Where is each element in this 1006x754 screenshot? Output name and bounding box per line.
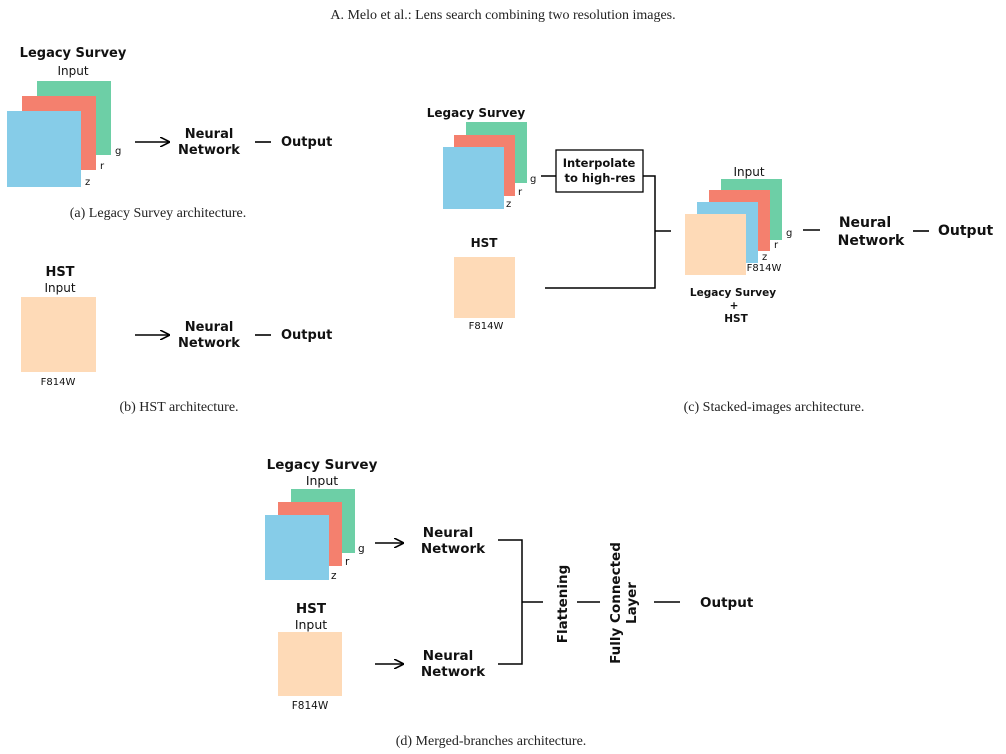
panel-b-caption: (b) HST architecture. <box>119 400 238 415</box>
panel-a-caption: (a) Legacy Survey architecture. <box>70 206 246 221</box>
stack-label-plus: + <box>730 300 739 312</box>
hst-image <box>454 257 515 318</box>
z-band-label: z <box>762 252 767 263</box>
output-label: Output <box>281 328 332 343</box>
panel-b: HST Input F814W Neural Network Output (b… <box>21 265 332 415</box>
network-label-line1: Neural <box>839 215 891 231</box>
flattening-label: Flattening <box>555 565 571 644</box>
output-label: Output <box>281 135 332 150</box>
z-band-label: z <box>85 177 90 188</box>
g-band-label: g <box>786 228 792 239</box>
stack-label-line1: Legacy Survey <box>690 287 776 299</box>
stack-filter-label: F814W <box>747 263 782 274</box>
hst-network-label-line2: Network <box>421 664 486 680</box>
panel-c-ls-title: Legacy Survey <box>427 106 526 120</box>
r-band-label: r <box>100 161 105 172</box>
merge-connector <box>545 175 656 289</box>
stack-label-line3: HST <box>724 313 748 325</box>
interpolate-label-line1: Interpolate <box>563 156 636 170</box>
g-band-label: g <box>530 174 536 185</box>
g-band-label: g <box>358 543 365 555</box>
panel-d-ls-input-label: Input <box>306 473 338 488</box>
fc-label-line2: Layer <box>624 582 640 624</box>
merge-connector <box>498 539 523 665</box>
ls-network-label-line2: Network <box>421 541 486 557</box>
output-label: Output <box>700 595 754 611</box>
hst-image <box>21 297 96 372</box>
interpolate-box <box>555 149 644 193</box>
panel-c-caption: (c) Stacked-images architecture. <box>684 400 865 415</box>
interpolate-label-line2: to high-res <box>564 171 635 185</box>
hst-network-label-line1: Neural <box>423 648 473 664</box>
panel-a-title: Legacy Survey <box>20 46 127 61</box>
hst-image <box>685 214 746 275</box>
r-band-label: r <box>518 187 523 198</box>
ls-network-label-line1: Neural <box>423 525 473 541</box>
z-band-image <box>443 147 504 209</box>
panel-d-ls-title: Legacy Survey <box>267 457 378 473</box>
panel-c-hst-title: HST <box>471 236 499 250</box>
g-band-label: g <box>115 146 121 157</box>
r-band-label: r <box>345 556 350 568</box>
hst-image <box>278 632 342 696</box>
panel-d-hst-title: HST <box>296 601 327 617</box>
stack-input-label: Input <box>733 165 764 179</box>
fc-label-line1: Fully Connected <box>608 542 624 664</box>
hst-filter-label: F814W <box>292 700 329 712</box>
z-band-image <box>265 515 329 580</box>
network-label-line2: Network <box>838 233 905 249</box>
hst-filter-label: F814W <box>469 321 504 332</box>
panel-b-title: HST <box>45 265 74 280</box>
panel-d-hst-input-label: Input <box>295 617 327 632</box>
network-label-line1: Neural <box>185 127 234 142</box>
r-band-label: r <box>774 240 779 251</box>
panel-a-input-label: Input <box>57 64 88 78</box>
panel-a: Legacy Survey Input g r z Neural Network… <box>7 46 332 221</box>
z-band-image <box>7 111 81 187</box>
z-band-label: z <box>331 570 337 582</box>
panel-b-input-label: Input <box>44 281 75 295</box>
page-header: A. Melo et al.: Lens search combining tw… <box>330 8 675 23</box>
output-label: Output <box>938 223 994 239</box>
panel-d: Legacy Survey Input g r z Neural Network… <box>265 457 754 749</box>
network-label-line1: Neural <box>185 320 234 335</box>
panel-d-caption: (d) Merged-branches architecture. <box>396 734 587 749</box>
z-band-label: z <box>506 199 511 210</box>
hst-filter-label: F814W <box>41 377 76 388</box>
panel-c: Legacy Survey g r z Interpolate to high-… <box>427 106 994 415</box>
network-label-line2: Network <box>178 336 240 351</box>
network-label-line2: Network <box>178 143 240 158</box>
